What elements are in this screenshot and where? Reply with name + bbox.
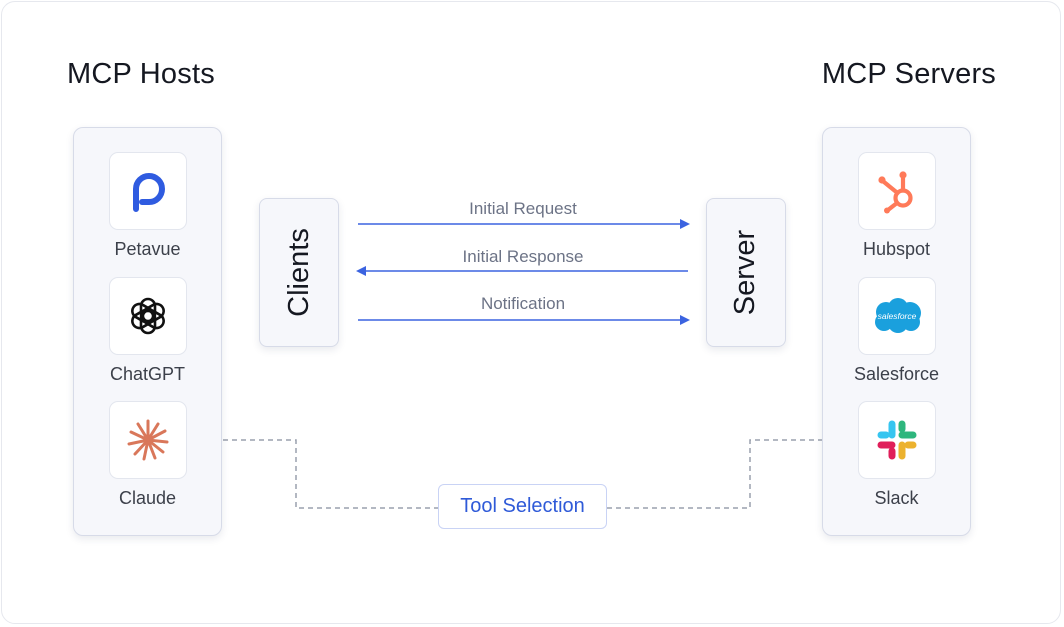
- server-node[interactable]: Server: [706, 198, 786, 347]
- petavue-logo-icon: [132, 173, 165, 212]
- host-app-claude[interactable]: Claude: [74, 401, 221, 509]
- clients-node[interactable]: Clients: [259, 198, 339, 347]
- host-app-tile: [108, 277, 187, 355]
- server-label: Server: [729, 229, 762, 316]
- server-app-tile: salesforce: [857, 277, 936, 355]
- mcp-servers-panel: Hubspot salesforce Salesforce: [822, 127, 971, 536]
- claude-logo-icon: [127, 419, 168, 461]
- initial-request-label: Initial Request: [469, 199, 577, 218]
- tool-selection-right-connector: [607, 439, 822, 509]
- server-app-tile: [857, 152, 936, 230]
- tool-selection-left-connector: [223, 439, 438, 509]
- host-app-label: Petavue: [114, 239, 181, 259]
- server-app-label: Hubspot: [862, 239, 931, 259]
- host-app-label: Claude: [118, 488, 177, 508]
- openai-logo-icon: [130, 297, 165, 335]
- clients-label: Clients: [282, 228, 315, 317]
- slack-logo-icon: [877, 420, 916, 460]
- initial-response-label: Initial Response: [462, 247, 584, 266]
- server-app-slack[interactable]: Slack: [823, 401, 970, 509]
- server-app-hubspot[interactable]: Hubspot: [823, 152, 970, 260]
- server-app-salesforce[interactable]: salesforce Salesforce: [823, 277, 970, 385]
- notification-label: Notification: [480, 294, 566, 313]
- server-app-tile: [857, 401, 936, 479]
- host-app-petavue[interactable]: Petavue: [74, 152, 221, 260]
- mcp-hosts-title: MCP Hosts: [67, 58, 215, 90]
- host-app-label: ChatGPT: [109, 364, 186, 384]
- host-app-chatgpt[interactable]: ChatGPT: [74, 277, 221, 385]
- salesforce-logo-text: salesforce: [877, 311, 916, 321]
- mcp-servers-title: MCP Servers: [821, 58, 996, 90]
- salesforce-logo-icon: salesforce: [874, 298, 921, 333]
- mcp-hosts-panel: Petavue ChatGPT: [73, 127, 222, 536]
- server-app-label: Slack: [874, 488, 919, 508]
- server-app-label: Salesforce: [853, 364, 940, 384]
- tool-selection-badge[interactable]: Tool Selection: [438, 484, 607, 529]
- host-app-tile: [108, 401, 187, 479]
- host-app-tile: [108, 152, 187, 230]
- hubspot-logo-icon: [877, 171, 913, 214]
